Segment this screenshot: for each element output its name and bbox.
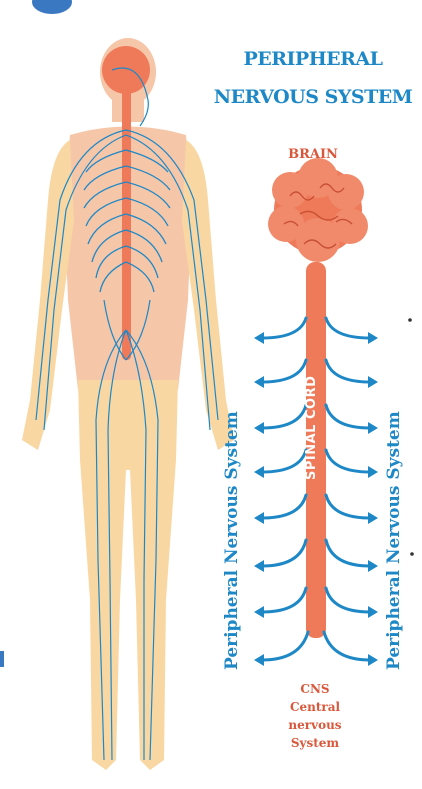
corner-blob [32, 0, 72, 14]
dot-1 [408, 318, 412, 322]
dot-2 [410, 552, 414, 556]
cns-line-4: System [270, 734, 360, 752]
left-edge-mark [0, 651, 4, 667]
title-line-2: NERVOUS SYSTEM [208, 86, 418, 108]
body-brain [102, 46, 150, 94]
spinal-cord-label: SPINAL CORD [304, 376, 319, 480]
cns-label: CNS Central nervous System [270, 680, 360, 752]
pns-label-right: Peripheral Nervous System [384, 411, 404, 670]
cns-line-3: nervous [270, 716, 360, 734]
cns-line-1: CNS [270, 680, 360, 698]
brain-graphic [268, 158, 368, 262]
brain-label: BRAIN [288, 147, 338, 162]
title-line-1: PERIPHERAL [208, 48, 418, 70]
pns-label-left: Peripheral Nervous System [222, 411, 242, 670]
cns-line-2: Central [270, 698, 360, 716]
